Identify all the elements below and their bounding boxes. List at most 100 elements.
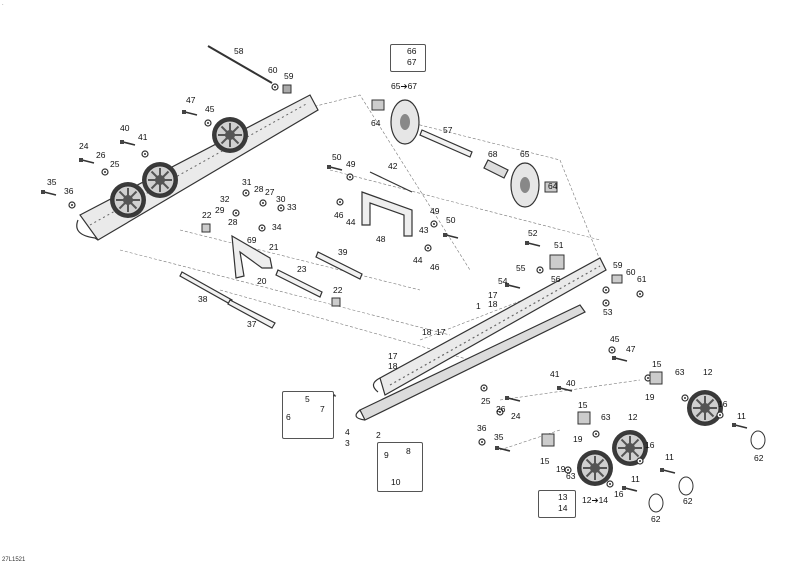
part-label: 50 xyxy=(446,215,456,225)
part-label: 16 xyxy=(645,440,655,450)
reference-marker: * xyxy=(333,392,337,402)
part-label: 57 xyxy=(443,125,453,135)
part-label: 58 xyxy=(234,46,244,56)
detail-box-5-7 xyxy=(282,391,334,439)
part-label: 31 xyxy=(242,177,252,187)
part-label: 33 xyxy=(287,202,297,212)
right-rails xyxy=(355,257,607,421)
part-label: 32 xyxy=(220,194,230,204)
part-label: 22 xyxy=(202,210,212,220)
part-label: 4 xyxy=(345,427,350,437)
part-label: 53 xyxy=(603,307,613,317)
wheel-left-front xyxy=(109,181,147,219)
part-label: 35 xyxy=(494,432,504,442)
part-label: 54 xyxy=(498,276,508,286)
part-label: 55 xyxy=(516,263,526,273)
part-label: 40 xyxy=(120,123,130,133)
part-label: 47 xyxy=(186,95,196,105)
part-label: 8 xyxy=(406,446,411,456)
corner-mark: · xyxy=(2,2,4,8)
part-label: 15 xyxy=(578,400,588,410)
part-label: 11 xyxy=(737,411,746,421)
part-label: 52 xyxy=(528,228,538,238)
part-label: 6 xyxy=(286,412,291,422)
wheel-left-mid xyxy=(141,161,179,199)
part-label: 69 xyxy=(247,235,257,245)
sprocket-lower xyxy=(510,162,540,208)
part-label: 21 xyxy=(269,242,279,252)
part-label: 46 xyxy=(334,210,344,220)
part-label: 18 xyxy=(422,327,432,337)
center-bracket xyxy=(361,171,413,237)
part-label: 64 xyxy=(371,118,381,128)
part-label: 63 xyxy=(675,367,685,377)
part-label: 43 xyxy=(419,225,429,235)
part-label: 10 xyxy=(391,477,401,487)
part-label: 51 xyxy=(554,240,564,250)
detail-box-8-10 xyxy=(377,442,423,492)
part-label: 19 xyxy=(573,434,583,444)
part-label: 64 xyxy=(548,181,558,191)
part-label: 56 xyxy=(551,274,561,284)
part-label: 11 xyxy=(631,474,640,484)
wheel-right-front xyxy=(576,449,614,487)
part-label: 68 xyxy=(488,149,498,159)
part-label: 17 xyxy=(488,290,498,300)
part-label: 17 xyxy=(436,327,446,337)
part-label: 1 xyxy=(476,301,481,311)
part-label: 37 xyxy=(247,319,257,329)
part-label: 61 xyxy=(637,274,647,284)
part-label: 35 xyxy=(47,177,57,187)
part-label: 12 xyxy=(703,367,713,377)
part-label: 23 xyxy=(297,264,307,274)
shafts xyxy=(179,45,509,329)
kit-bottom-part-b: 14 xyxy=(558,503,568,513)
part-label: 63 xyxy=(601,412,611,422)
part-label: 17 xyxy=(388,351,398,361)
part-label: 59 xyxy=(613,260,623,270)
part-label: 36 xyxy=(64,186,74,196)
part-label: 20 xyxy=(257,276,267,286)
part-label: 16 xyxy=(614,489,624,499)
part-label: 18 xyxy=(488,299,498,309)
part-label: 45 xyxy=(610,334,620,344)
hardware xyxy=(40,83,748,492)
part-label: 34 xyxy=(272,222,282,232)
part-label: 15 xyxy=(540,456,550,466)
part-label: 7 xyxy=(320,404,325,414)
sprocket-upper xyxy=(390,99,420,145)
part-label: 5 xyxy=(305,394,310,404)
part-label: 26 xyxy=(96,150,106,160)
part-label: 25 xyxy=(110,159,120,169)
kit-bottom-part-a: 13 xyxy=(558,492,568,502)
part-label: 28 xyxy=(254,184,264,194)
kit-box-bottom xyxy=(538,490,576,518)
part-label: 38 xyxy=(198,294,208,304)
part-label: 47 xyxy=(626,344,636,354)
part-label: 29 xyxy=(215,205,225,215)
part-label: 15 xyxy=(652,359,662,369)
part-label: 28 xyxy=(228,217,238,227)
part-label: 11 xyxy=(665,452,674,462)
part-label: 16 xyxy=(718,399,728,409)
part-label: 62 xyxy=(651,514,661,524)
part-label: 62 xyxy=(683,496,693,506)
part-label: 41 xyxy=(550,369,560,379)
part-label: 27 xyxy=(265,187,275,197)
part-label: 60 xyxy=(626,267,636,277)
part-label: 22 xyxy=(333,285,343,295)
part-label: 59 xyxy=(284,71,294,81)
part-label: 36 xyxy=(477,423,487,433)
part-label: 3 xyxy=(345,438,350,448)
part-label: 9 xyxy=(384,450,389,460)
kit-top-range: 65➔67 xyxy=(391,81,418,91)
part-label: 65 xyxy=(520,149,530,159)
part-label: 63 xyxy=(566,471,576,481)
part-label: 50 xyxy=(332,152,342,162)
suspension-arm xyxy=(231,234,273,279)
part-label: 42 xyxy=(388,161,398,171)
part-label: 26 xyxy=(496,404,506,414)
part-label: 25 xyxy=(481,396,491,406)
part-label: 30 xyxy=(276,194,286,204)
part-label: 48 xyxy=(376,234,386,244)
